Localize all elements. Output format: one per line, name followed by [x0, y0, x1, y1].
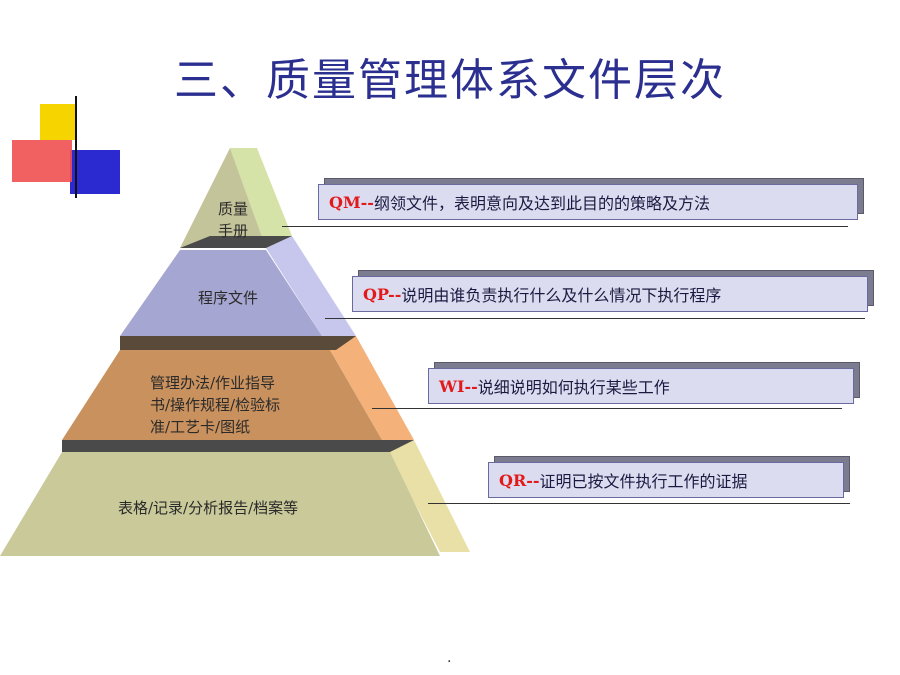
tier4-face	[0, 452, 440, 556]
callout-text: 说明由谁负责执行什么及什么情况下执行程序	[401, 286, 722, 305]
leader-line-qm	[282, 226, 848, 227]
leader-line-qp	[325, 318, 865, 319]
callout-text: 纲领文件，表明意向及达到此目的的策略及方法	[373, 194, 710, 213]
callout-qm: QM-- 纲领文件，表明意向及达到此目的的策略及方法	[318, 178, 864, 220]
tier3-face	[62, 350, 382, 440]
yellow-square	[40, 104, 76, 140]
tier2-side	[266, 236, 356, 336]
tier1-side	[230, 148, 292, 248]
tier1-face	[180, 148, 266, 248]
callout-code: QR--	[499, 470, 540, 490]
callout-wi: WI-- 说细说明如何执行某些工作	[428, 362, 860, 404]
callout-text: 证明已按文件执行工作的证据	[539, 472, 748, 491]
callout-qp: QP-- 说明由谁负责执行什么及什么情况下执行程序	[352, 270, 874, 312]
tier4-side	[382, 440, 470, 552]
footer-dot: .	[447, 650, 452, 666]
corner-decoration	[12, 96, 120, 198]
band-2b	[120, 336, 356, 350]
tier3-label: 管理办法/作业指导 书/操作规程/检验标 准/工艺卡/图纸	[150, 374, 281, 436]
tier3-side	[322, 336, 414, 440]
callout-code: QM--	[329, 192, 374, 212]
band-3	[62, 440, 414, 452]
blue-square	[70, 150, 120, 194]
callout-code: WI--	[439, 376, 478, 396]
leader-line-wi	[372, 408, 842, 409]
callout-qr: QR-- 证明已按文件执行工作的证据	[488, 456, 850, 498]
callout-code: QP--	[363, 284, 402, 304]
callout-text: 说细说明如何执行某些工作	[477, 378, 670, 397]
band-1	[180, 236, 292, 248]
leader-line-qr	[428, 503, 850, 504]
page-title: 三、质量管理体系文件层次	[174, 55, 726, 106]
tier2-face	[120, 250, 322, 336]
tier4-label: 表格/记录/分析报告/档案等	[118, 499, 299, 517]
tier2-label: 程序文件	[198, 289, 259, 307]
red-square	[12, 140, 72, 182]
tier1-label: 质量 手册	[218, 200, 249, 240]
